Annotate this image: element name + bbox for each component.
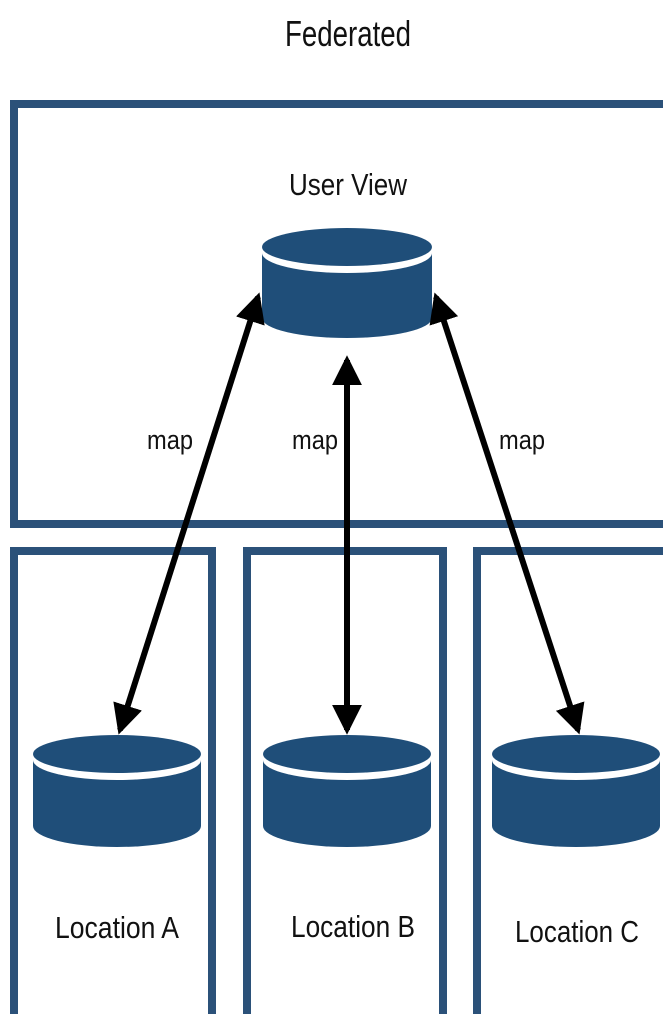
user-view-label: User View xyxy=(289,167,408,202)
map-arrow-location-a xyxy=(113,292,265,735)
location-b-database-icon xyxy=(263,735,431,847)
map-label-b: map xyxy=(292,425,338,455)
location-c-database-icon xyxy=(492,735,660,847)
location-a-label: Location A xyxy=(55,910,179,945)
location-a-database-icon xyxy=(33,735,201,847)
location-c-label: Location C xyxy=(515,914,639,949)
user-view-database-icon xyxy=(262,228,432,338)
map-arrow-location-c xyxy=(429,292,585,735)
map-label-a: map xyxy=(147,425,193,455)
location-b-label: Location B xyxy=(291,909,415,944)
location-a-box xyxy=(10,547,216,1014)
diagram-title: Federated xyxy=(285,13,411,54)
map-label-c: map xyxy=(499,425,545,455)
